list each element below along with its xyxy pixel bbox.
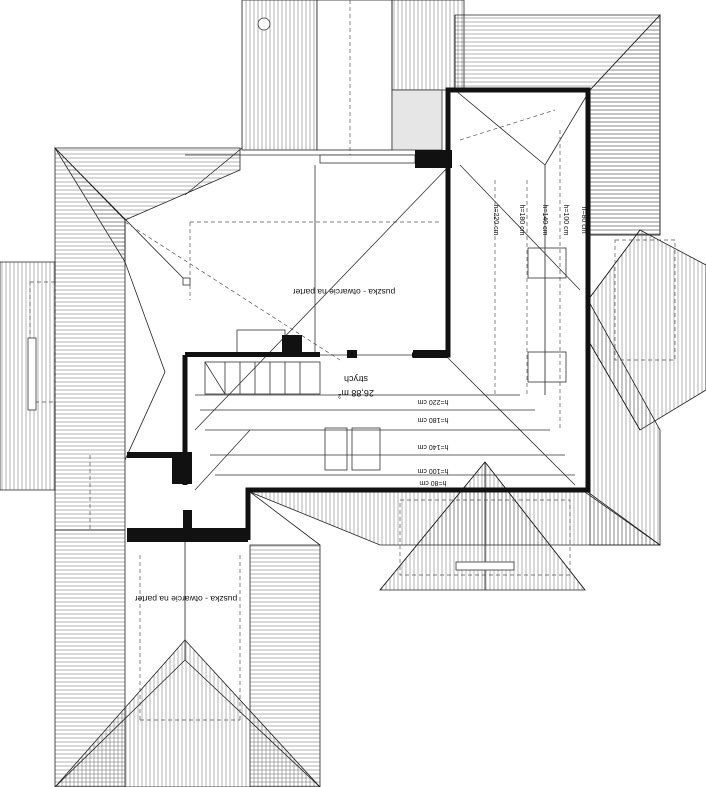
height-v-140: h=140 cm [541, 205, 548, 236]
height-v-100: h=100 cm [562, 205, 569, 236]
roof-left-bay [0, 261, 56, 491]
height-h-180: h=180 cm [417, 416, 448, 423]
label-attic-area: 26,88 m2 [337, 388, 374, 398]
roof-bottom-left-right [249, 544, 321, 787]
height-v-180: h=180 cm [518, 205, 525, 236]
post-marker [182, 277, 191, 286]
height-h-100: h=100 cm [417, 467, 448, 474]
skylight-top [319, 154, 416, 164]
label-attic-name: strych [344, 374, 368, 384]
roof-bottom-left-side [54, 529, 126, 787]
label-upper-void: puszka - otwarcie na parter [293, 287, 396, 297]
roof-top-left [241, 0, 318, 151]
roof-top-right [391, 0, 465, 91]
skylight-left [27, 337, 37, 411]
chimney [391, 89, 443, 151]
vent-circle [257, 17, 271, 31]
walls [127, 87, 591, 542]
stairs [204, 361, 321, 395]
height-h-80: h=80 cm [419, 479, 446, 486]
height-h-140: h=140 cm [417, 443, 448, 450]
ridge-lines [54, 14, 661, 787]
labels: puszka - otwarcie na parter puszka - otw… [135, 205, 587, 604]
label-lower-void: puszka - otwarcie na parter [135, 594, 238, 604]
roof-top-center [316, 0, 393, 151]
height-v-80: h=80 cm [580, 206, 587, 233]
skylight-bottom [455, 561, 515, 571]
roof-bottom-hip [54, 639, 321, 787]
height-h-220: h=220 cm [417, 398, 448, 405]
height-v-220: h=220 cm [492, 205, 499, 236]
